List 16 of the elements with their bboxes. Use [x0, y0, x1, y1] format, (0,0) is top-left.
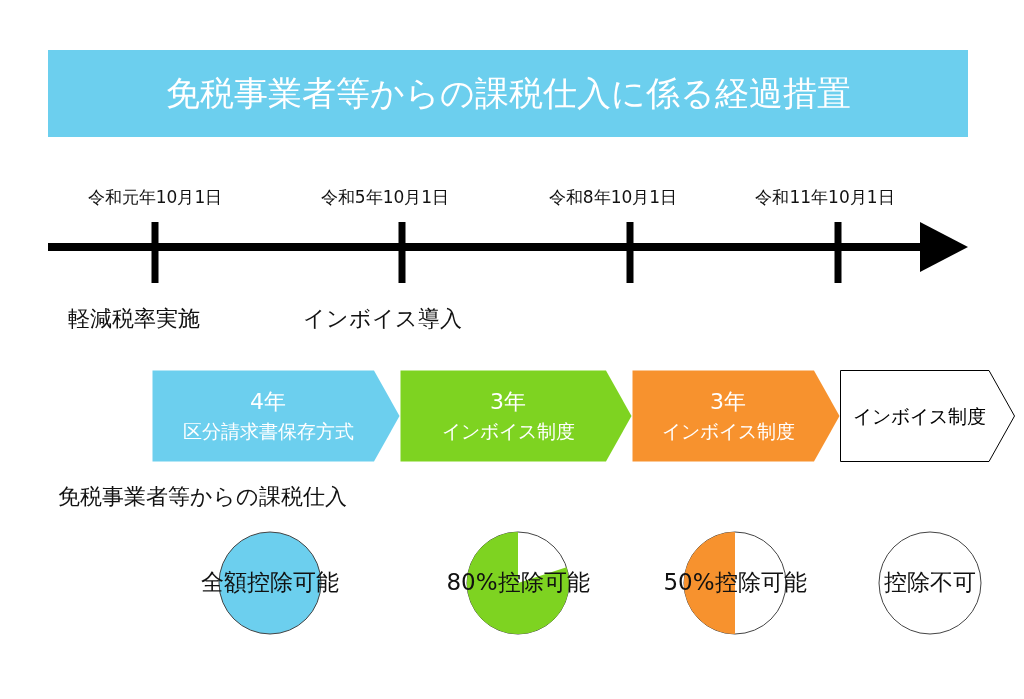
phase-label: インボイス制度	[661, 419, 795, 445]
duration-label: 3年	[490, 388, 526, 417]
phase-label: インボイス制度	[441, 419, 575, 445]
title-banner: 免税事業者等からの課税仕入に係る経過措置	[48, 50, 968, 137]
phase-label: 区分請求書保存方式	[182, 419, 354, 445]
date-label: 令和元年10月1日	[86, 186, 224, 209]
event-label: インボイス導入	[303, 305, 462, 333]
date-label: 令和8年10月1日	[547, 186, 679, 209]
duration-label: 4年	[250, 388, 286, 417]
deduction-label: 控除不可	[830, 567, 1024, 598]
date-label: 令和5年10月1日	[319, 186, 451, 209]
date-label: 令和11年10月1日	[754, 186, 896, 209]
section-heading: 免税事業者等からの課税仕入	[58, 483, 347, 511]
event-label: 軽減税率実施	[68, 305, 200, 333]
duration-label: 3年	[710, 388, 746, 417]
phase-label: インボイス制度	[853, 403, 986, 429]
